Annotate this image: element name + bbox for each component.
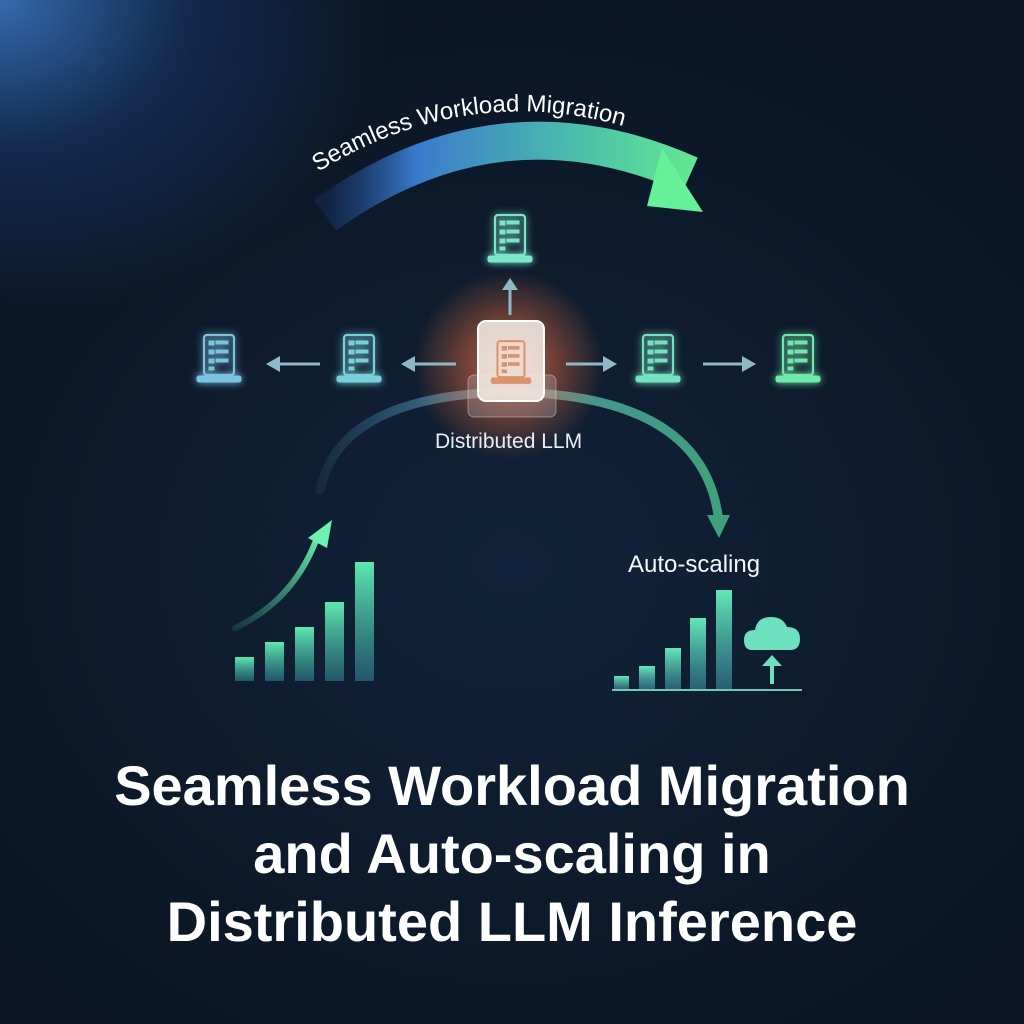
bar [295,627,314,681]
migration-arc-arrowhead [647,148,703,212]
bar [235,657,254,681]
page-title: Seamless Workload Migration and Auto-sca… [0,752,1024,956]
bar-chart-icon [612,590,802,691]
title-line: Seamless Workload Migration [114,754,910,817]
autoscaling-label: Auto-scaling [628,551,761,578]
center-node-label: Distributed LLM [435,430,583,453]
bar [325,602,344,681]
arrow-icon [266,356,280,372]
arrow-icon [742,356,756,372]
bar [614,676,629,690]
title-line: Distributed LLM Inference [166,890,858,953]
arrow-icon [502,278,518,290]
core-node-box [477,320,545,402]
bar [355,562,374,681]
server-icon [195,333,243,384]
growth-arrowhead [308,520,332,548]
migration-arc [313,121,698,231]
bar [639,666,655,690]
server-icon [634,333,682,384]
bar [265,642,284,681]
bar [716,590,732,690]
bar [690,618,706,690]
arrow-icon [401,356,415,372]
server-icon [774,333,822,384]
lower-arc-arrowhead [707,515,730,538]
growth-arrow [232,532,321,631]
cloud-upload-icon [744,617,800,684]
bar [665,648,681,690]
arrow-icon [603,356,617,372]
bar-chart-icon [235,562,374,681]
server-icon [335,333,383,384]
title-line: and Auto-scaling in [253,822,771,885]
server-icon [486,213,534,264]
